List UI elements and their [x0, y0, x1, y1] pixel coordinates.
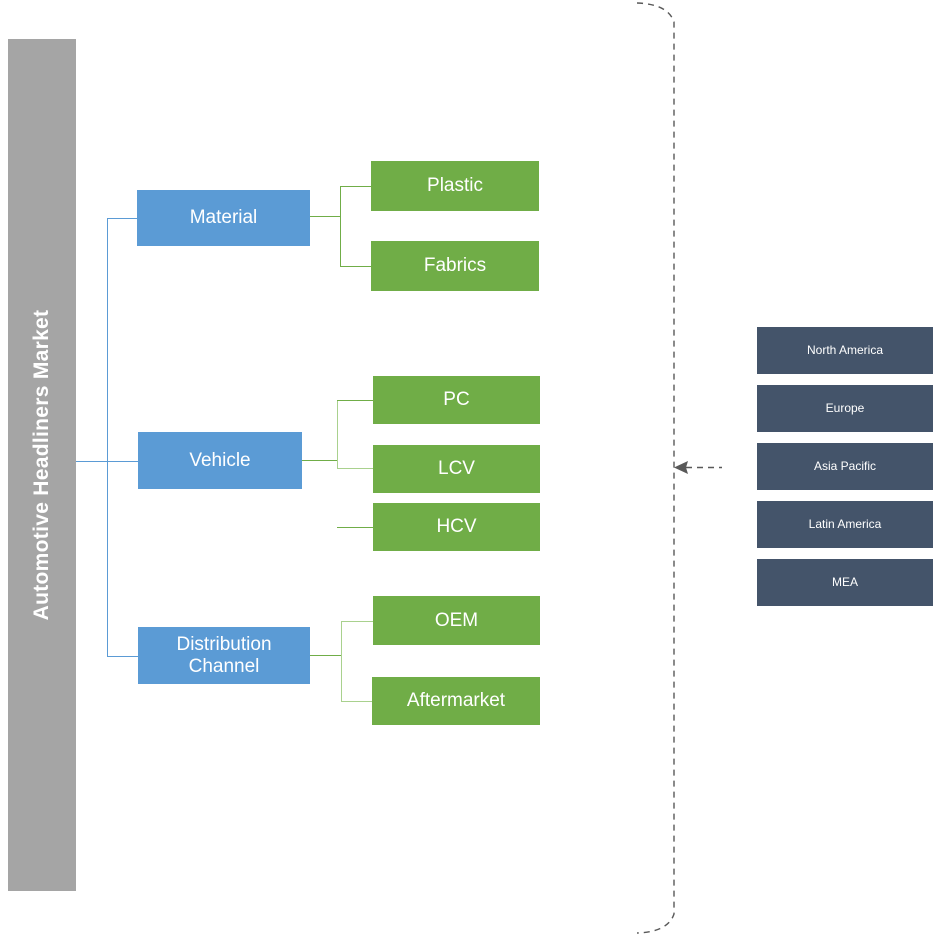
node-oem-label: OEM: [434, 609, 479, 631]
connector-vehicle-trunk: [337, 400, 338, 469]
region-label-north-america: North America: [806, 342, 884, 357]
connector-vehicle-to-pc: [337, 400, 373, 401]
region-label-asia-pacific: Asia Pacific: [813, 458, 877, 473]
node-vehicle-label: Vehicle: [189, 449, 251, 471]
region-label-europe: Europe: [825, 400, 865, 415]
node-distribution-channel-label-line1: Distribution: [176, 634, 272, 656]
scope-bracket: [636, 2, 675, 934]
connector-vehicle-stub: [302, 460, 338, 461]
node-lcv-label: LCV: [438, 458, 475, 480]
node-plastic[interactable]: Plastic: [371, 161, 539, 211]
connector-distribution-to-aftermarket: [341, 701, 373, 702]
connector-root-to-material: [107, 218, 138, 219]
node-vehicle[interactable]: Vehicle: [138, 432, 302, 489]
node-hcv-label: HCV: [436, 516, 477, 538]
node-pc-label: PC: [443, 389, 470, 411]
node-fabrics[interactable]: Fabrics: [371, 241, 539, 291]
connector-material-stub: [310, 216, 341, 217]
node-aftermarket[interactable]: Aftermarket: [372, 677, 540, 725]
connector-root-to-vehicle: [107, 461, 138, 462]
node-fabrics-label: Fabrics: [423, 255, 487, 277]
node-region-latin-america[interactable]: Latin America: [757, 501, 933, 548]
connector-vehicle-to-lcv: [337, 468, 373, 469]
node-pc[interactable]: PC: [373, 376, 540, 424]
node-lcv[interactable]: LCV: [373, 445, 540, 493]
connector-vehicle-to-hcv: [337, 527, 373, 528]
node-oem[interactable]: OEM: [373, 596, 540, 645]
scope-bracket-arrow-icon: [674, 461, 722, 474]
market-title-bar: Automotive Headliners Market: [8, 39, 76, 891]
node-region-asia-pacific[interactable]: Asia Pacific: [757, 443, 933, 490]
node-material-label: Material: [189, 207, 258, 229]
region-label-mea: MEA: [831, 574, 858, 589]
node-region-mea[interactable]: MEA: [757, 559, 933, 606]
node-plastic-label: Plastic: [427, 175, 483, 197]
connector-material-to-plastic: [340, 186, 372, 187]
connector-root-stub: [76, 461, 107, 462]
connector-root-trunk: [107, 218, 108, 657]
region-label-latin-america: Latin America: [808, 516, 882, 531]
connector-distribution-stub: [310, 655, 341, 656]
connector-root-to-distribution: [107, 656, 138, 657]
node-region-north-america[interactable]: North America: [757, 327, 933, 374]
node-region-europe[interactable]: Europe: [757, 385, 933, 432]
node-distribution-channel-label-line2: Channel: [188, 655, 260, 677]
connector-material-trunk: [340, 186, 341, 267]
connector-material-to-fabrics: [340, 266, 372, 267]
node-distribution-channel[interactable]: Distribution Channel: [138, 627, 310, 684]
node-material[interactable]: Material: [137, 190, 310, 246]
connector-distribution-trunk: [341, 621, 342, 701]
page-title: Automotive Headliners Market: [30, 309, 53, 621]
connector-distribution-to-oem: [341, 621, 373, 622]
node-hcv[interactable]: HCV: [373, 503, 540, 551]
node-aftermarket-label: Aftermarket: [406, 690, 506, 712]
